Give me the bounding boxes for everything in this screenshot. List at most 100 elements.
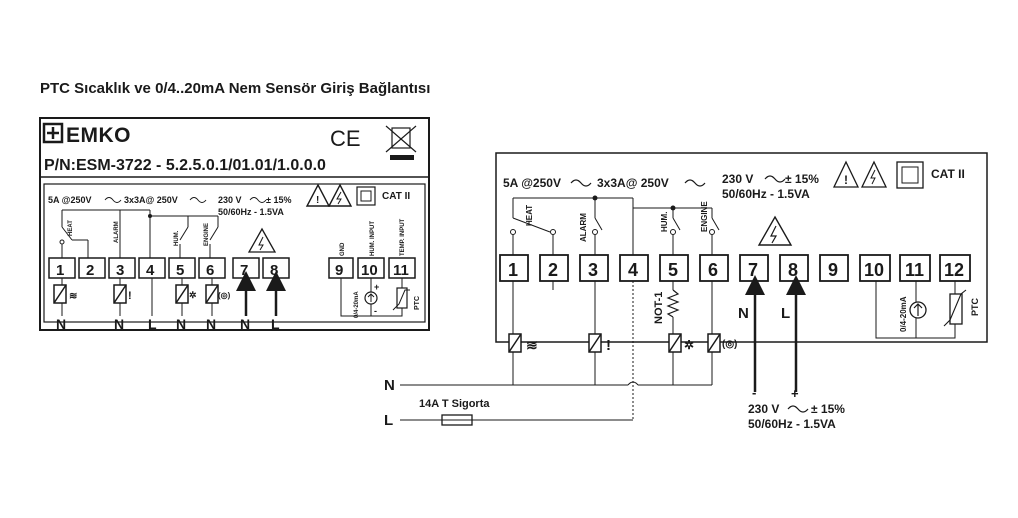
svg-text:2: 2 [86,262,94,279]
ac-symbol-icon [249,197,267,203]
left-bottom-label: N [176,316,186,332]
ptc-sensor-icon [392,287,410,311]
cat-rating: CAT II [931,167,965,181]
heater-icon: ≋ [526,337,538,353]
input-label-temp-input: TEMP. INPUT [400,218,406,256]
warning-icon: ! [306,184,330,207]
terminal: 3 [579,254,609,282]
terminal: 4 [619,254,649,282]
svg-text:7: 7 [748,260,758,280]
tolerance: ± 15% [266,195,291,205]
bottom-tolerance: ± 15% [811,402,845,416]
svg-text:2: 2 [548,260,558,280]
terminal: 8 [779,254,809,282]
emko-logo: EMKO [42,122,131,147]
rating-3x3a: 3x3A@ 250V [124,195,178,205]
relay-contact-engine [709,217,720,255]
double-insulation-icon [896,161,924,189]
terminal: 2 [539,254,569,282]
electric-hazard-icon [757,215,793,246]
terminal: 10 [859,254,891,282]
resistor-icon [666,289,680,318]
electric-hazard-icon [328,184,352,207]
tolerance: ± 15% [785,172,819,186]
left-bottom-label: L [148,316,157,332]
svg-text:3: 3 [116,262,124,279]
left-bottom-label: N [206,316,216,332]
terminal: 5 [659,254,689,282]
ac-symbol-icon [764,175,786,183]
terminal: 1 [499,254,529,282]
svg-text:6: 6 [708,260,718,280]
svg-text:4: 4 [146,262,155,279]
heater-icon: ≋ [69,291,77,302]
ptc-sensor-icon [943,289,967,327]
plus-label: + [374,282,379,292]
svg-text:11: 11 [393,262,409,279]
rating-3x3a: 3x3A@ 250V [597,176,669,190]
engine-icon: (◎) [722,339,737,350]
terminal: 1 [48,257,76,279]
minus-label: - [374,306,377,316]
sensor-ma-label: 0/4-20mA [354,291,360,318]
svg-text:5: 5 [176,262,184,279]
double-insulation-icon [356,186,376,206]
supply-plus-label: + [791,386,799,401]
relay-contact-alarm [592,198,603,255]
terminal: 10 [357,257,385,279]
relay-label-engine: ENGINE [700,201,709,232]
alarm-output [113,284,127,304]
bottom-supply: 230 V [748,402,779,416]
terminal: 11 [899,254,931,282]
relay-label-alarm: ALARM [114,221,120,243]
supply-voltage: 230 V [218,195,242,205]
terminal-block: 1 2 3 4 5 6 7 8 9 10 11 [48,257,416,279]
terminal: 9 [328,257,354,279]
relay-label-hum: HUM. [660,212,669,232]
relay-label-heat: HEAT [525,205,534,226]
alarm-icon: ! [128,290,132,302]
svg-text:5: 5 [668,260,678,280]
svg-text:!: ! [844,173,848,187]
terminal: 4 [138,257,166,279]
ac-symbol-icon [684,179,706,187]
heater-output [508,333,522,353]
electric-hazard-icon [247,227,277,253]
svg-text:9: 9 [335,262,343,279]
alarm-icon: ! [606,337,611,354]
heater-output [53,284,67,304]
svg-text:6: 6 [206,262,214,279]
line-l-label: L [384,412,393,429]
terminal: 3 [108,257,136,279]
terminal: 6 [198,257,226,279]
humidifier-output [175,284,189,304]
left-bottom-label: N [56,316,66,332]
svg-text:8: 8 [788,260,798,280]
frequency: 50/60Hz - 1.5VA [218,207,284,217]
relay-label-engine: ENGINE [204,223,210,246]
ac-symbol-icon [189,197,207,203]
svg-text:10: 10 [361,262,378,279]
relay-label-heat: HEAT [68,220,74,236]
current-sensor-icon [909,301,927,319]
svg-text:9: 9 [828,260,838,280]
alarm-output [588,333,602,353]
relay-contact-hum [179,226,189,258]
svg-text:1: 1 [508,260,518,280]
relay-contact-engine [209,226,219,258]
relay-contact-heat [510,198,556,255]
svg-text:1: 1 [56,262,64,279]
line-n-label: N [384,377,395,394]
relay-label-hum: HUM. [174,230,180,246]
terminal: 12 [939,254,971,282]
svg-text:12: 12 [944,260,964,280]
humidifier-output [668,333,682,353]
supply-minus-label: - [752,385,756,400]
warning-icon: ! [832,160,860,188]
relay-contact-heat [59,210,89,258]
sensor-ptc-label: PTC [414,296,421,310]
left-bottom-label: L [271,316,280,332]
humidifier-icon: ✲ [684,338,694,352]
weee-bin-icon [385,125,417,160]
fuse-label: 14A T Sigorta [419,398,490,410]
